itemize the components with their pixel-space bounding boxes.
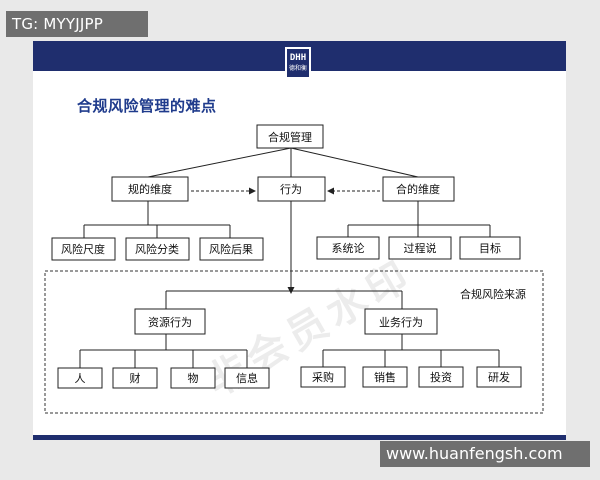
firm-logo: DHH 德和衡 — [285, 47, 311, 79]
node-finance-label: 财 — [130, 371, 141, 385]
node-risk-consequence-label: 风险后果 — [209, 242, 253, 256]
node-investment: 投资 — [418, 366, 464, 388]
node-business-behavior: 业务行为 — [364, 308, 438, 335]
url-watermark: www.huanfengsh.com — [380, 441, 590, 467]
node-information-label: 信息 — [236, 371, 258, 385]
node-he-label: 合的维度 — [396, 182, 440, 196]
node-systems-theory-label: 系统论 — [332, 241, 365, 255]
node-procurement-label: 采购 — [312, 370, 334, 384]
node-root: 合规管理 — [256, 124, 324, 149]
node-process-theory-label: 过程说 — [404, 241, 437, 255]
node-risk-category: 风险分类 — [125, 237, 190, 261]
node-people: 人 — [57, 367, 103, 389]
node-resource-behavior-label: 资源行为 — [148, 315, 192, 329]
node-materials: 物 — [170, 367, 216, 389]
node-sales-label: 销售 — [374, 370, 396, 384]
connector-lines — [79, 147, 500, 368]
node-investment-label: 投资 — [430, 370, 452, 384]
node-risk-category-label: 风险分类 — [135, 242, 179, 256]
node-systems-theory: 系统论 — [316, 236, 380, 260]
node-materials-label: 物 — [188, 371, 199, 385]
node-behavior: 行为 — [257, 176, 326, 202]
node-process-theory: 过程说 — [388, 236, 452, 260]
slide: DHH 德和衡 合规风险管理的难点 非会员水印 — [33, 41, 566, 440]
slide-footer-bar — [33, 435, 566, 440]
node-information: 信息 — [224, 367, 270, 389]
node-research: 研发 — [476, 366, 522, 388]
node-research-label: 研发 — [488, 370, 510, 384]
compliance-diagram: 合规风险来源 合规管理 规的维度 行为 合的维度 风险尺度 风险分类 — [44, 124, 544, 414]
node-goal-label: 目标 — [479, 241, 501, 255]
risk-source-label: 合规风险来源 — [460, 287, 526, 301]
node-behavior-label: 行为 — [280, 183, 302, 196]
node-procurement: 采购 — [300, 366, 346, 388]
logo-subtext: 德和衡 — [288, 65, 307, 72]
tg-label: TG: MYYJJPP — [6, 11, 148, 37]
node-gui-label: 规的维度 — [128, 182, 172, 196]
node-business-behavior-label: 业务行为 — [379, 316, 423, 329]
node-root-label: 合规管理 — [268, 130, 312, 144]
node-gui: 规的维度 — [111, 176, 189, 202]
node-sales: 销售 — [362, 366, 408, 388]
node-he: 合的维度 — [382, 176, 455, 202]
node-risk-consequence: 风险后果 — [199, 237, 264, 261]
node-risk-scale: 风险尺度 — [51, 237, 116, 261]
slide-title: 合规风险管理的难点 — [77, 97, 217, 115]
node-goal: 目标 — [459, 236, 521, 260]
node-people-label: 人 — [75, 372, 86, 385]
logo-text: DHH — [289, 53, 307, 63]
node-finance: 财 — [112, 367, 158, 389]
node-resource-behavior: 资源行为 — [134, 308, 206, 335]
node-risk-scale-label: 风险尺度 — [61, 242, 105, 256]
